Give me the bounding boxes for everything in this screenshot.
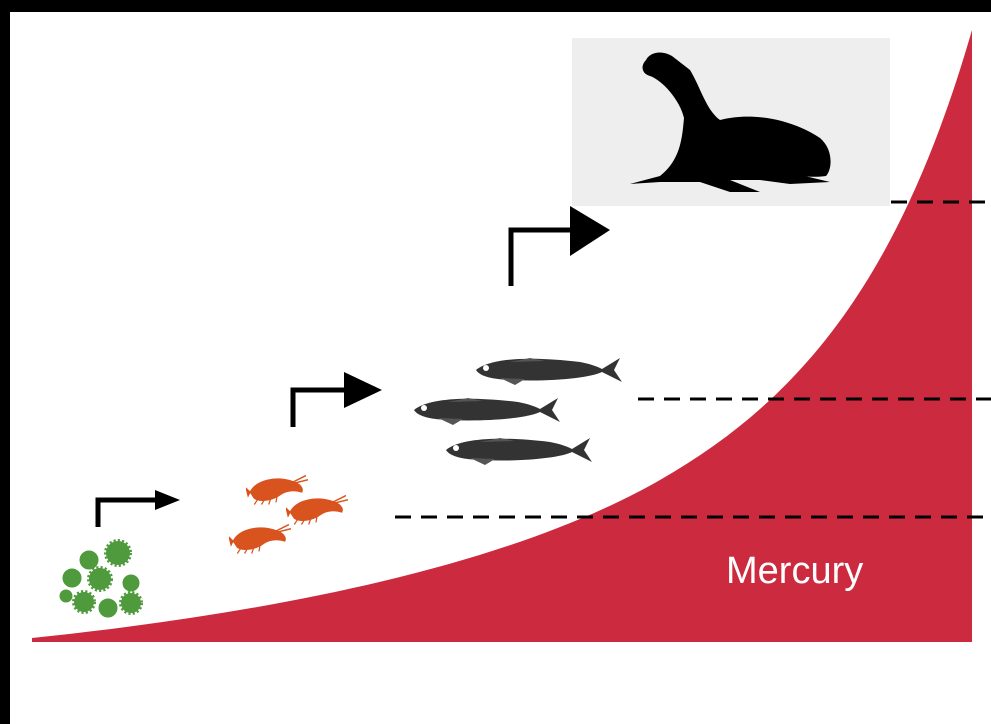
arrow-icon bbox=[293, 372, 382, 427]
shrimp-icon bbox=[229, 476, 348, 554]
arrow-icon bbox=[511, 206, 610, 286]
arrow-icon bbox=[98, 490, 180, 527]
mercury-label: Mercury bbox=[726, 550, 863, 592]
fish-icon bbox=[414, 358, 622, 465]
phytoplankton-icon bbox=[60, 541, 141, 617]
